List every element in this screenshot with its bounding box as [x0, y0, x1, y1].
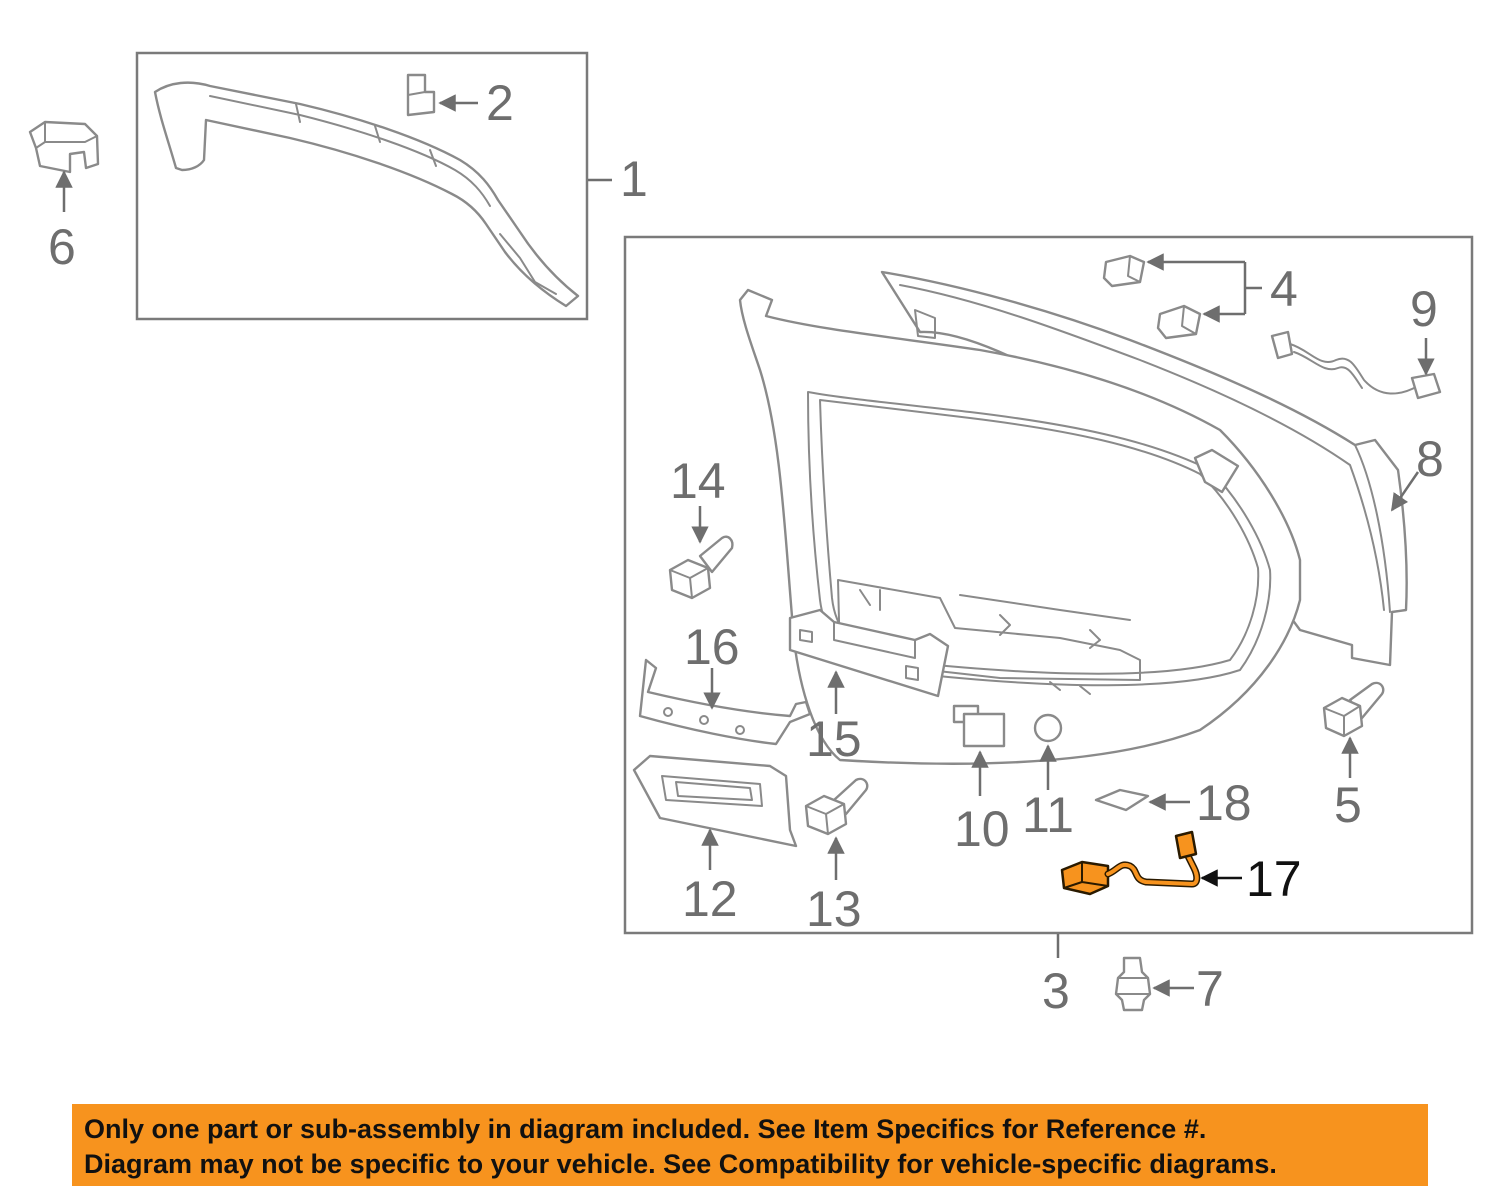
- callout-6: 6: [48, 219, 76, 275]
- part-inner-trim-panel: [738, 288, 1302, 765]
- part-pad-18: [1094, 788, 1150, 812]
- part-handle-12: [632, 754, 798, 848]
- part-push-pin-7: [1114, 956, 1152, 1012]
- part-upper-trim-panel: [153, 81, 580, 308]
- callout-15: 15: [806, 711, 862, 767]
- part-pad-10: [952, 704, 1006, 748]
- callout-7: 7: [1196, 961, 1224, 1017]
- leader-8: [1390, 471, 1420, 512]
- part-wire-harness-17: [1060, 830, 1201, 896]
- callout-2: 2: [486, 75, 514, 131]
- disclaimer-line-2: Diagram may not be specific to your vehi…: [84, 1149, 1277, 1179]
- callout-18: 18: [1196, 775, 1252, 831]
- callout-11: 11: [1022, 787, 1074, 843]
- part-bolt-14: [668, 535, 734, 600]
- callout-9: 9: [1410, 281, 1438, 337]
- disclaimer-banner: Only one part or sub-assembly in diagram…: [72, 1104, 1428, 1186]
- part-grommet-11: [1033, 713, 1063, 743]
- callout-8: 8: [1416, 431, 1444, 487]
- callout-3: 3: [1042, 963, 1070, 1019]
- callout-14: 14: [670, 453, 726, 509]
- callout-1: 1: [620, 151, 648, 207]
- part-clip-2: [406, 73, 436, 117]
- group-box-lower-trim: [623, 235, 1474, 935]
- part-bolt-13: [804, 777, 869, 836]
- part-wire-harness-9: [1270, 330, 1442, 400]
- part-clips-4: [1102, 254, 1202, 340]
- callout-12: 12: [682, 871, 738, 927]
- part-clip-6: [28, 120, 100, 174]
- callout-17: 17: [1246, 851, 1302, 907]
- disclaimer-line-1: Only one part or sub-assembly in diagram…: [84, 1114, 1207, 1144]
- group-box-upper-trim: [135, 51, 589, 321]
- callout-10: 10: [954, 801, 1010, 857]
- callout-5: 5: [1334, 777, 1362, 833]
- callout-4: 4: [1270, 261, 1298, 317]
- callout-16: 16: [684, 619, 740, 675]
- part-bolt-5: [1322, 681, 1385, 738]
- callout-13: 13: [806, 881, 862, 937]
- part-strap-16: [638, 658, 812, 746]
- part-bracket-15: [788, 608, 950, 698]
